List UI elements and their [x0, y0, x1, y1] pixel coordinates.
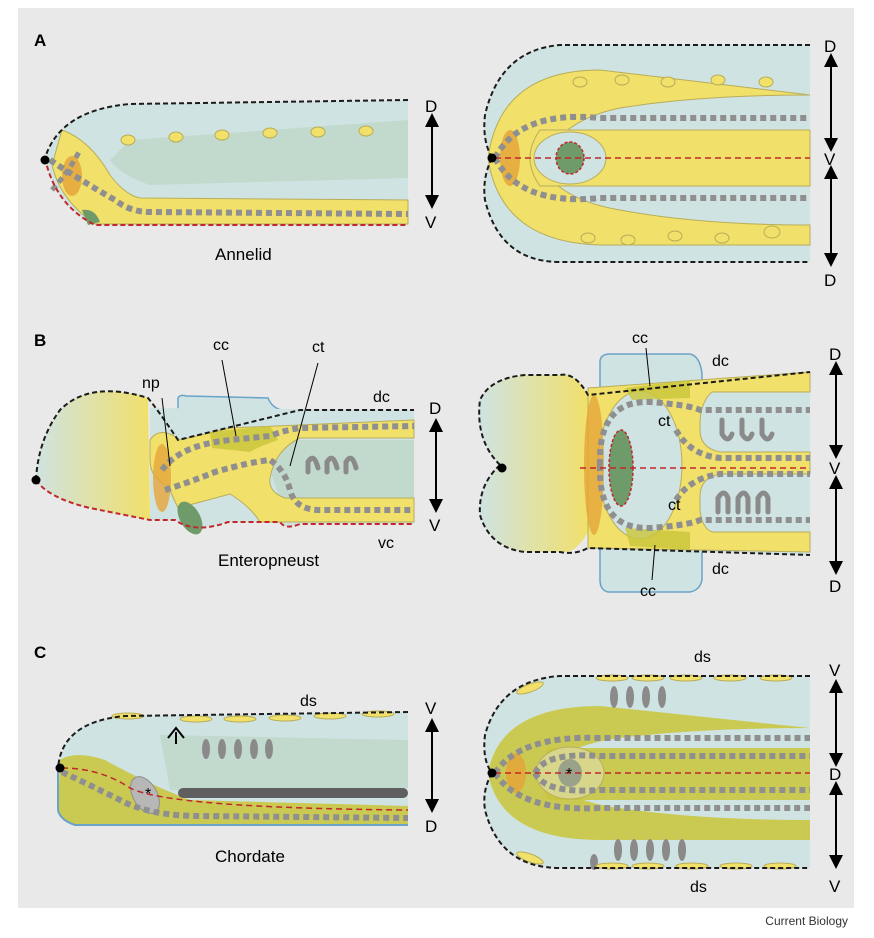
- panel-b-letter: B: [34, 331, 46, 350]
- annelid-side-view: [41, 100, 409, 225]
- annelid-front-axis-bottom: D: [824, 271, 836, 290]
- panel-c-letter: C: [34, 643, 46, 662]
- enteropneust-front-ct-bottom: ct: [668, 497, 681, 514]
- annelid-caption: Annelid: [215, 245, 272, 264]
- enteropneust-front-dc-top: dc: [712, 353, 729, 370]
- enteropneust-side-axis-top: D: [429, 399, 441, 418]
- panel-b: B: [32, 330, 842, 600]
- enteropneust-front-mouth-dot: [498, 464, 507, 473]
- chordate-front-axis-top: V: [829, 661, 841, 680]
- chordate-dorsal-view: * ds ds: [484, 649, 810, 896]
- enteropneust-front-np: [584, 395, 604, 535]
- chordate-gut-band: [160, 735, 408, 790]
- enteropneust-front-ct-top: ct: [658, 413, 671, 430]
- enteropneust-np-label: np: [142, 375, 160, 392]
- enteropneust-front-axis-top: D: [829, 345, 841, 364]
- enteropneust-dc-label: dc: [373, 389, 390, 406]
- credit-text: Current Biology: [765, 914, 848, 928]
- enteropneust-front-axis-bottom: D: [829, 577, 841, 596]
- chordate-side-axis-bottom: D: [425, 817, 437, 836]
- chordate-side-view: * ds: [56, 693, 409, 825]
- chordate-front-mouth-dot: [488, 769, 497, 778]
- annelid-mouth-dot: [41, 156, 50, 165]
- enteropneust-side-view: np cc ct dc vc: [32, 337, 415, 552]
- chordate-front-ds-bottom: ds: [690, 879, 707, 896]
- chordate-caption: Chordate: [215, 847, 285, 866]
- enteropneust-mouth-dot: [32, 476, 41, 485]
- enteropneust-vc-label: vc: [378, 535, 394, 552]
- annelid-front-axis-middle: V: [824, 150, 836, 169]
- chordate-side-axis-top: V: [425, 699, 437, 718]
- enteropneust-cc-label: cc: [213, 337, 229, 354]
- enteropneust-side-axis: D V: [429, 399, 441, 535]
- annelid-side-axis-top: D: [425, 97, 437, 116]
- annelid-ventral-view: [484, 45, 810, 262]
- enteropneust-caption: Enteropneust: [218, 551, 319, 570]
- enteropneust-dorsal-view: cc dc ct ct cc dc: [479, 330, 810, 600]
- chordate-side-axis: V D: [425, 699, 437, 836]
- chordate-front-axis-middle: D: [829, 765, 841, 784]
- chordate-notochord: [178, 788, 408, 798]
- chordate-front-ds-top: ds: [694, 649, 711, 666]
- chordate-mouth-dot: [56, 764, 65, 773]
- panel-c: C: [34, 643, 841, 896]
- enteropneust-front-axis: D V D: [829, 345, 841, 596]
- chordate-star-side: *: [145, 786, 151, 803]
- enteropneust-side-axis-bottom: V: [429, 516, 441, 535]
- annelid-ventral-mouth-dot: [488, 154, 497, 163]
- enteropneust-front-axis-middle: V: [829, 459, 841, 478]
- enteropneust-front-proboscis: [479, 375, 588, 553]
- annelid-side-axis: D V: [425, 97, 437, 232]
- enteropneust-front-cc-top: cc: [632, 330, 648, 347]
- panel-a: A: [34, 31, 836, 290]
- chordate-ds-label: ds: [300, 693, 317, 710]
- enteropneust-front-dc-bottom: dc: [712, 561, 729, 578]
- panel-a-letter: A: [34, 31, 46, 50]
- annelid-front-axis: D V D: [824, 37, 836, 290]
- enteropneust-front-cc-bottom: cc: [640, 583, 656, 600]
- chordate-front-axis-bottom: V: [829, 877, 841, 896]
- annelid-front-axis-top: D: [824, 37, 836, 56]
- annelid-side-axis-bottom: V: [425, 213, 437, 232]
- enteropneust-ct-label: ct: [312, 339, 325, 356]
- chordate-star-front: *: [566, 766, 572, 783]
- enteropneust-proboscis: [36, 391, 150, 520]
- chordate-front-axis: V D V: [829, 661, 841, 896]
